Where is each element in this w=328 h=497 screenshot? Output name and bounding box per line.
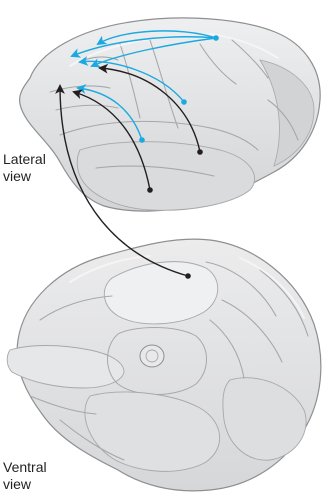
lateral-brain xyxy=(20,18,321,211)
lateral-view-label: Lateral view xyxy=(3,151,46,185)
ventral-view-label: Ventral view xyxy=(3,459,47,493)
origin-dot-icon xyxy=(181,99,187,105)
origin-dot-icon xyxy=(197,149,203,155)
ventral-brain xyxy=(7,239,321,491)
origin-dot-icon xyxy=(147,187,153,193)
origin-dot-icon xyxy=(213,35,219,41)
origin-dot-icon xyxy=(139,137,145,143)
ventral-optic-chiasm xyxy=(140,345,164,367)
origin-dot-icon xyxy=(185,273,191,279)
